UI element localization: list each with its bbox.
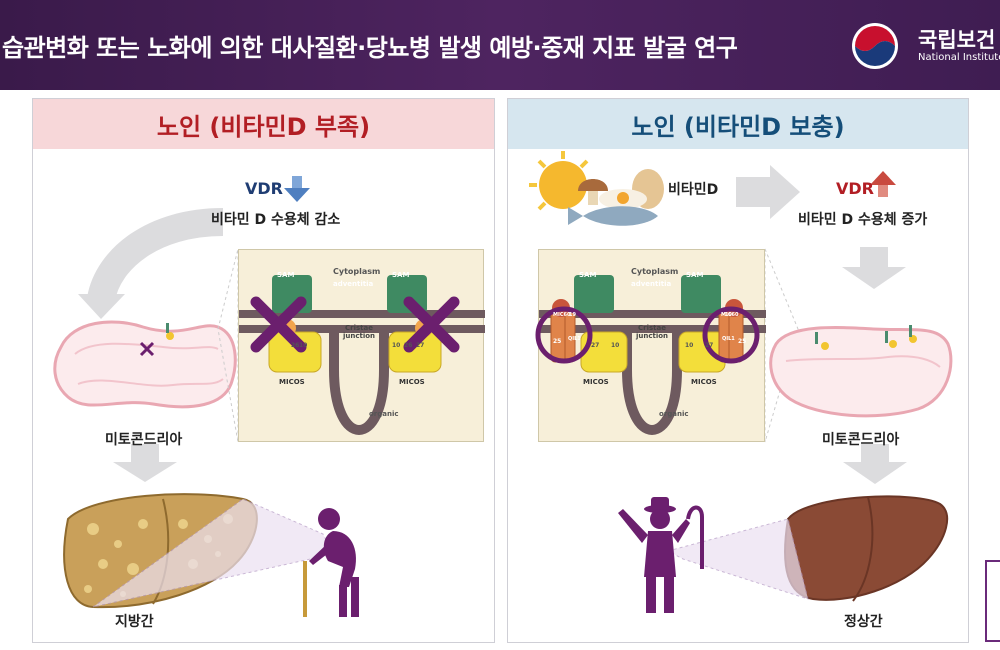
subunit-10: 10	[685, 342, 694, 349]
right-panel: 노인 (비타민D 보충)	[507, 98, 969, 643]
mitochondria-icon	[769, 326, 953, 418]
right-vdr-label: VDR	[836, 179, 874, 198]
elderly-person-icon	[303, 508, 359, 617]
subunit-27: 27	[416, 342, 425, 349]
egg-icon	[599, 169, 664, 209]
subunit-10: 10	[392, 342, 401, 349]
logo-icon	[852, 23, 898, 69]
org-name: 국립보건	[918, 28, 996, 52]
down-arrow-icon	[113, 444, 177, 482]
fish-icon	[568, 206, 658, 226]
subunit-19: 19	[569, 312, 576, 318]
micos-label: MICOS	[583, 378, 609, 386]
mic60-label: MIC60	[553, 312, 571, 318]
title-banner: 습관변화 또는 노화에 의한 대사질환·당뇨병 발생 예방·중재 지표 발굴 연…	[0, 0, 1000, 90]
cytoplasm-label: Cytoplasm	[333, 267, 381, 276]
cane-icon	[686, 505, 704, 569]
sam-label: SAM	[686, 271, 704, 279]
right-panel-header: 노인 (비타민D 보충)	[508, 99, 968, 149]
subunit-25: 25	[553, 338, 562, 345]
left-panel-header: 노인 (비타민D 부족)	[33, 99, 494, 149]
down-arrow-icon	[842, 247, 906, 289]
org-subtitle: National Institute	[918, 52, 1000, 63]
left-mito-label: 미토콘드리아	[105, 432, 183, 448]
subunit-10: 10	[611, 342, 620, 349]
banner-title: 습관변화 또는 노화에 의한 대사질환·당뇨병 발생 예방·중재 지표 발굴 연…	[2, 34, 738, 62]
cristae-label: Cristae junction	[635, 324, 669, 340]
mushroom-icon	[578, 179, 608, 205]
micos-label: MICOS	[279, 378, 305, 386]
mic60-label: MIC60	[721, 312, 739, 318]
right-mito-label: 미토콘드리아	[822, 432, 900, 448]
right-receptor-text: 비타민 D 수용체 증가	[798, 212, 928, 228]
healthy-person-icon	[618, 497, 690, 613]
sun-icon	[529, 151, 589, 211]
subunit-19: 19	[725, 312, 732, 318]
organic-label: organic	[659, 410, 689, 418]
right-inset-diagram: SAM SAM Cytoplasm adventitia Cristae jun…	[535, 249, 766, 442]
left-liver-label: 지방간	[115, 614, 154, 630]
qil1-label: QIL1	[722, 336, 735, 342]
adventitia-label: adventitia	[333, 280, 374, 288]
left-vdr-label: VDR	[245, 179, 283, 198]
left-inset-diagram: SAM SAM Cytoplasm adventitia Cristae jun…	[238, 249, 485, 442]
subunit-25: 25	[738, 338, 747, 345]
subunit-26: 26	[291, 342, 300, 349]
cross-icon	[139, 341, 155, 357]
left-panel: 노인 (비타민D 부족)	[32, 98, 495, 643]
cristae-label: Cristae junction	[342, 324, 376, 340]
micos-label: MICOS	[691, 378, 717, 386]
receptor-icon	[815, 325, 917, 350]
subunit-26: 26	[404, 342, 413, 349]
curved-arrow-icon	[78, 208, 224, 319]
right-illustration	[529, 151, 953, 613]
mitochondria-icon	[53, 320, 237, 409]
left-receptor-text: 비타민 D 수용체 감소	[211, 212, 341, 228]
left-illustration	[53, 176, 359, 617]
micos-label: MICOS	[399, 378, 425, 386]
adventitia-label: adventitia	[631, 280, 672, 288]
receptor-icon	[166, 323, 174, 340]
right-liver-label: 정상간	[844, 614, 883, 630]
subunit-27: 27	[591, 342, 600, 349]
sam-label: SAM	[579, 271, 597, 279]
qil1-label: QIL1	[568, 336, 581, 342]
down-arrow-icon	[843, 444, 907, 484]
subunit-10: 10	[299, 342, 308, 349]
vdr-up-arrow-icon	[870, 171, 896, 197]
sam-label: SAM	[392, 271, 410, 279]
sam-label: SAM	[277, 271, 295, 279]
normal-liver-icon	[784, 495, 949, 602]
side-stamp-icon	[985, 560, 1000, 642]
vitamin-d-label: 비타민D	[668, 182, 719, 198]
vdr-down-arrow-icon	[284, 176, 310, 202]
cytoplasm-label: Cytoplasm	[631, 267, 679, 276]
subunit-27: 27	[705, 342, 714, 349]
organic-label: organic	[369, 410, 399, 418]
right-arrow-icon	[736, 165, 800, 219]
